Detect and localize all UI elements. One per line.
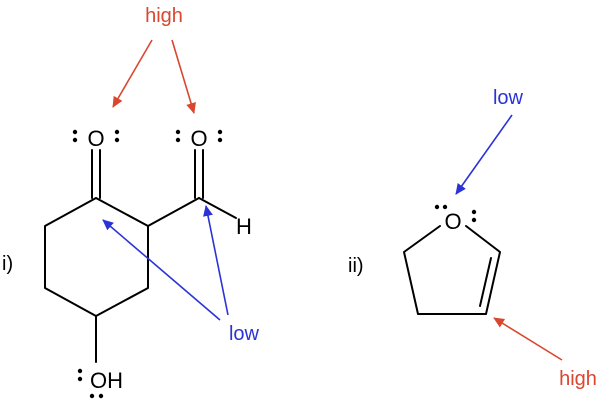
high-arrow-ketone <box>112 39 153 108</box>
low-arrow-ring-oxygen <box>455 114 513 195</box>
ketone-lone-pairs <box>72 129 120 143</box>
molecule-ii-label: ii) <box>348 255 364 277</box>
hydroxyl-group: OH <box>90 368 123 393</box>
low-arrow-aldehyde-carbon <box>203 205 229 316</box>
high-arrow-aldehyde <box>171 39 196 114</box>
ring-oxygen: O <box>444 209 461 234</box>
molecule-i-label: i) <box>2 253 13 275</box>
cyclohexane-ring <box>44 197 149 317</box>
hydroxyl-lone-pairs <box>77 368 104 399</box>
molecule-ii: ii) O low high <box>348 87 597 390</box>
molecule-i-high-label: high <box>145 5 183 27</box>
ketone-oxygen: O <box>87 126 104 151</box>
low-arrow-ketone-carbon <box>102 219 221 321</box>
ring-oxygen-lone-pairs <box>434 204 477 223</box>
molecule-i-low-label: low <box>229 323 260 345</box>
molecule-ii-low-label: low <box>493 87 524 109</box>
dihydrofuran-ring <box>403 225 501 315</box>
high-arrow-double-bond <box>493 317 563 361</box>
molecule-i: i) O O H OH <box>2 5 260 399</box>
aldehyde-hydrogen: H <box>236 214 252 239</box>
aldehyde-c-bond <box>147 197 200 227</box>
ring-double-bond-inner <box>479 257 492 307</box>
aldehyde-lone-pairs <box>175 129 223 143</box>
molecule-ii-high-label: high <box>559 368 597 390</box>
aldehyde-h-bond <box>198 197 237 219</box>
aldehyde-oxygen: O <box>190 126 207 151</box>
